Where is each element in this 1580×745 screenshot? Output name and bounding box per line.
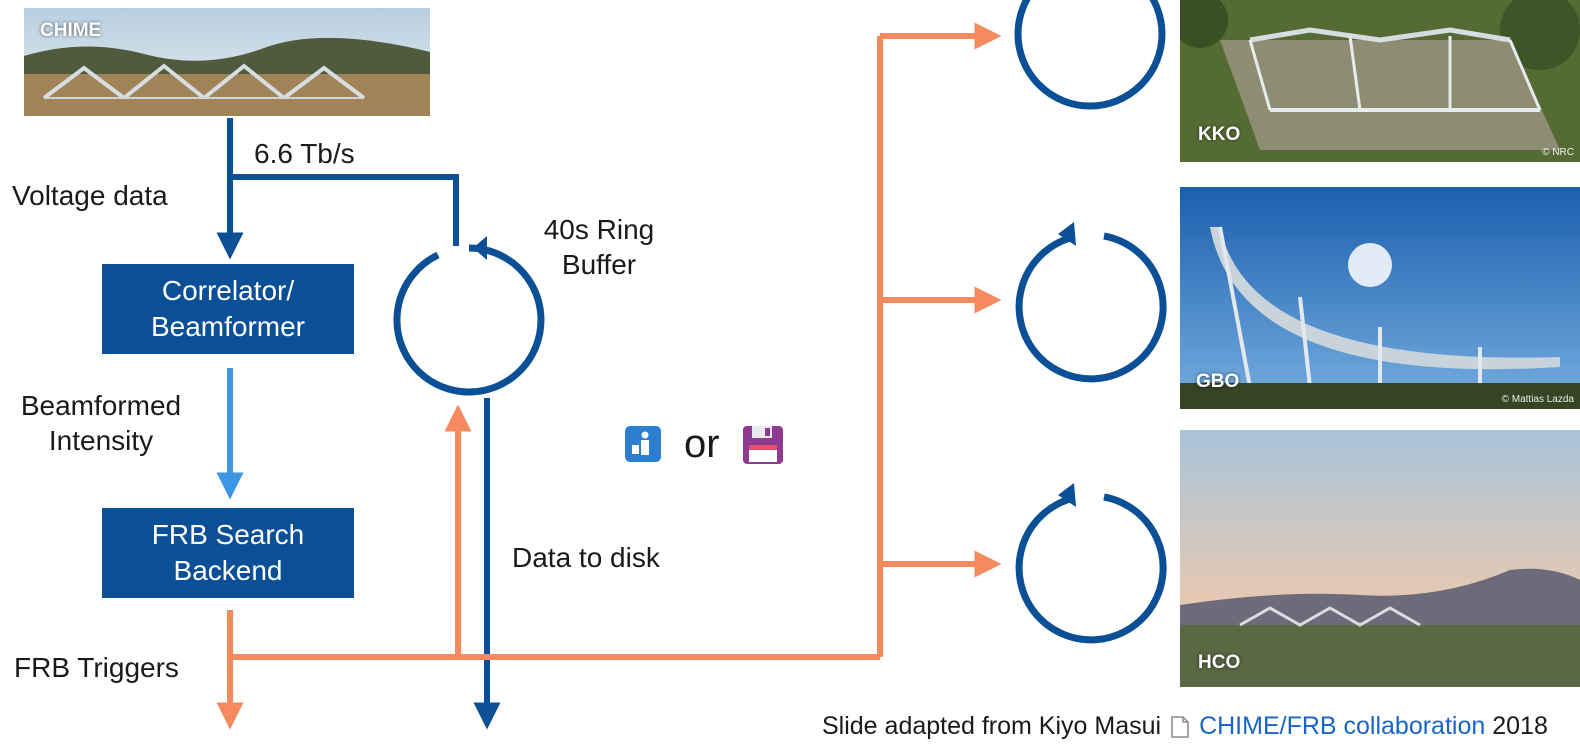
collaboration-link[interactable]: CHIME/FRB collaboration (1199, 712, 1486, 740)
data-rate-label: 6.6 Tb/s (254, 138, 355, 169)
hco-label: HCO (1198, 652, 1241, 673)
ring-feed-line (230, 174, 459, 246)
gbo-credit: © Mattias Lazda (1501, 394, 1574, 405)
beamformed-intensity-label: Beamformed Intensity (20, 390, 182, 456)
document-icon (1171, 716, 1189, 745)
chime-ring-buffer (393, 236, 545, 396)
kko-ring-buffer (1014, 0, 1166, 110)
correlator-beamformer-box: Correlator/ Beamformer (102, 264, 354, 354)
kko-credit: © NRC (1542, 147, 1574, 158)
frb-search-backend-box: FRB Search Backend (102, 508, 354, 598)
gbo-ring-buffer (1015, 222, 1167, 383)
frb-triggers-label: FRB Triggers (14, 652, 179, 683)
data-to-disk-label: Data to disk (512, 542, 660, 573)
kko-label: KKO (1198, 124, 1241, 145)
kko-telescope-photo: KKO © NRC (1180, 0, 1580, 162)
chime-label: CHIME (40, 20, 102, 41)
floppy-disk-icon (742, 425, 784, 470)
gbo-label: GBO (1196, 371, 1240, 392)
ring-buffer-label: 40s Ring Buffer (543, 214, 655, 280)
or-label: or (684, 422, 720, 466)
hco-ring-buffer (1015, 483, 1167, 644)
chime-telescope-photo: CHIME (24, 8, 430, 116)
hco-telescope-photo: HCO (1180, 430, 1580, 687)
gbo-telescope-photo: GBO © Mattias Lazda (1180, 187, 1580, 409)
trash-icon (624, 425, 662, 468)
voltage-data-label: Voltage data (12, 180, 168, 211)
